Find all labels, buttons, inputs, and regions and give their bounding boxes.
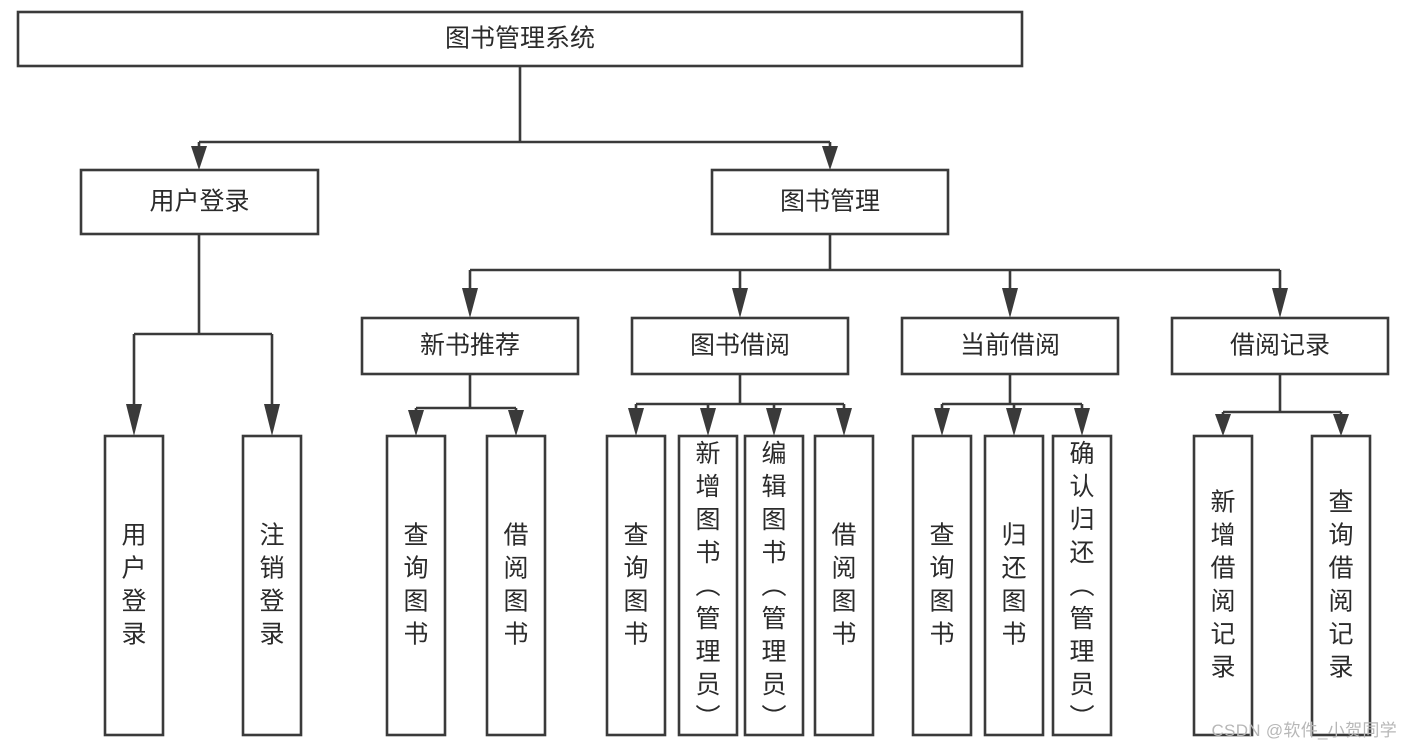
arrow-to-book-borrow <box>732 288 748 318</box>
node-label-leaf-query-borrow-record: 查询借阅记录 <box>1328 489 1353 682</box>
node-new-book-recommend[interactable]: 新书推荐 <box>360 316 580 376</box>
node-borrow-record[interactable]: 借阅记录 <box>1170 316 1390 376</box>
arrow-to-leaf-return-book <box>1006 408 1022 436</box>
node-box-user-login[interactable] <box>79 168 320 236</box>
arrow-to-leaf-logout-login <box>264 404 280 436</box>
node-leaf-confirm-return-admin[interactable]: 确认归还︵管理员︶ <box>1051 434 1113 737</box>
arrow-to-current-borrow <box>1002 288 1018 318</box>
node-user-login[interactable]: 用户登录 <box>79 168 320 236</box>
node-box-leaf-user-login[interactable] <box>103 434 165 737</box>
node-box-leaf-borrow-book-borrow[interactable] <box>813 434 875 737</box>
node-box-current-borrow[interactable] <box>900 316 1120 376</box>
node-box-leaf-logout-login[interactable] <box>241 434 303 737</box>
arrow-to-leaf-user-login <box>126 404 142 436</box>
connector-layer <box>126 66 1349 436</box>
node-leaf-query-book-borrow[interactable]: 查询图书 <box>605 434 667 737</box>
node-box-leaf-query-book-rec[interactable] <box>385 434 447 737</box>
node-leaf-add-borrow-record[interactable]: 新增借阅记录 <box>1192 434 1254 737</box>
node-leaf-logout-login[interactable]: 注销登录 <box>241 434 303 737</box>
node-box-new-book-recommend[interactable] <box>360 316 580 376</box>
node-box-book-manage[interactable] <box>710 168 950 236</box>
node-current-borrow[interactable]: 当前借阅 <box>900 316 1120 376</box>
node-leaf-query-book-rec[interactable]: 查询图书 <box>385 434 447 737</box>
node-label-leaf-query-book-borrow: 查询图书 <box>623 522 648 649</box>
node-label-book-borrow: 图书借阅 <box>690 332 790 360</box>
node-box-leaf-add-book-admin[interactable] <box>677 434 739 737</box>
node-box-leaf-borrow-book-rec[interactable] <box>485 434 547 737</box>
node-label-leaf-user-login: 用户登录 <box>121 522 146 649</box>
arrow-to-leaf-add-book-admin <box>700 408 716 436</box>
arrow-to-leaf-add-borrow-record <box>1215 414 1231 436</box>
node-box-leaf-confirm-return-admin[interactable] <box>1051 434 1113 737</box>
node-label-leaf-logout-login: 注销登录 <box>259 522 284 649</box>
node-box-leaf-add-borrow-record[interactable] <box>1192 434 1254 737</box>
arrow-to-borrow-record <box>1272 288 1288 318</box>
node-label-leaf-add-borrow-record: 新增借阅记录 <box>1210 489 1235 682</box>
node-box-leaf-query-book-current[interactable] <box>911 434 973 737</box>
arrow-to-leaf-query-book-rec <box>408 410 424 436</box>
node-label-leaf-add-book-admin: 新增图书︵管理员︶ <box>695 440 720 732</box>
node-label-current-borrow: 当前借阅 <box>960 332 1060 360</box>
node-box-book-borrow[interactable] <box>630 316 850 376</box>
node-label-leaf-borrow-book-rec: 借阅图书 <box>503 522 528 649</box>
node-label-user-login: 用户登录 <box>149 188 249 216</box>
node-leaf-user-login[interactable]: 用户登录 <box>103 434 165 737</box>
node-label-leaf-query-book-current: 查询图书 <box>929 522 954 649</box>
node-label-leaf-return-book: 归还图书 <box>1001 522 1026 649</box>
arrow-to-leaf-edit-book-admin <box>766 408 782 436</box>
node-label-book-manage: 图书管理 <box>780 188 880 216</box>
arrow-to-leaf-confirm-return-admin <box>1074 408 1090 436</box>
arrow-to-leaf-borrow-book-borrow <box>836 408 852 436</box>
arrow-to-leaf-borrow-book-rec <box>508 410 524 436</box>
arrow-to-user-login <box>191 146 207 170</box>
node-label-new-book-recommend: 新书推荐 <box>420 332 520 360</box>
node-leaf-query-book-current[interactable]: 查询图书 <box>911 434 973 737</box>
arrow-to-book-manage <box>822 146 838 170</box>
node-book-manage[interactable]: 图书管理 <box>710 168 950 236</box>
node-root[interactable]: 图书管理系统 <box>16 10 1024 68</box>
arrow-to-leaf-query-book-current <box>934 408 950 436</box>
node-label-leaf-edit-book-admin: 编辑图书︵管理员︶ <box>761 440 786 732</box>
node-leaf-add-book-admin[interactable]: 新增图书︵管理员︶ <box>677 434 739 737</box>
node-box-leaf-query-book-borrow[interactable] <box>605 434 667 737</box>
node-box-borrow-record[interactable] <box>1170 316 1390 376</box>
node-box-leaf-edit-book-admin[interactable] <box>743 434 805 737</box>
node-leaf-borrow-book-borrow[interactable]: 借阅图书 <box>813 434 875 737</box>
node-book-borrow[interactable]: 图书借阅 <box>630 316 850 376</box>
arrow-to-new-book-recommend <box>462 288 478 318</box>
node-leaf-borrow-book-rec[interactable]: 借阅图书 <box>485 434 547 737</box>
node-box-root[interactable] <box>16 10 1024 68</box>
node-box-leaf-return-book[interactable] <box>983 434 1045 737</box>
node-label-leaf-borrow-book-borrow: 借阅图书 <box>831 522 856 649</box>
node-leaf-edit-book-admin[interactable]: 编辑图书︵管理员︶ <box>743 434 805 737</box>
node-leaf-return-book[interactable]: 归还图书 <box>983 434 1045 737</box>
nodes-layer: 图书管理系统用户登录图书管理新书推荐图书借阅当前借阅借阅记录用户登录注销登录查询… <box>16 10 1390 737</box>
node-box-leaf-query-borrow-record[interactable] <box>1310 434 1372 737</box>
node-label-borrow-record: 借阅记录 <box>1230 332 1330 360</box>
node-label-root: 图书管理系统 <box>445 25 595 53</box>
node-label-leaf-query-book-rec: 查询图书 <box>403 522 428 649</box>
node-label-leaf-confirm-return-admin: 确认归还︵管理员︶ <box>1069 440 1094 732</box>
arrow-to-leaf-query-borrow-record <box>1333 414 1349 436</box>
csdn-watermark: CSDN @软件_小贺同学 <box>1211 721 1397 740</box>
node-leaf-query-borrow-record[interactable]: 查询借阅记录 <box>1310 434 1372 737</box>
arrow-to-leaf-query-book-borrow <box>628 408 644 436</box>
